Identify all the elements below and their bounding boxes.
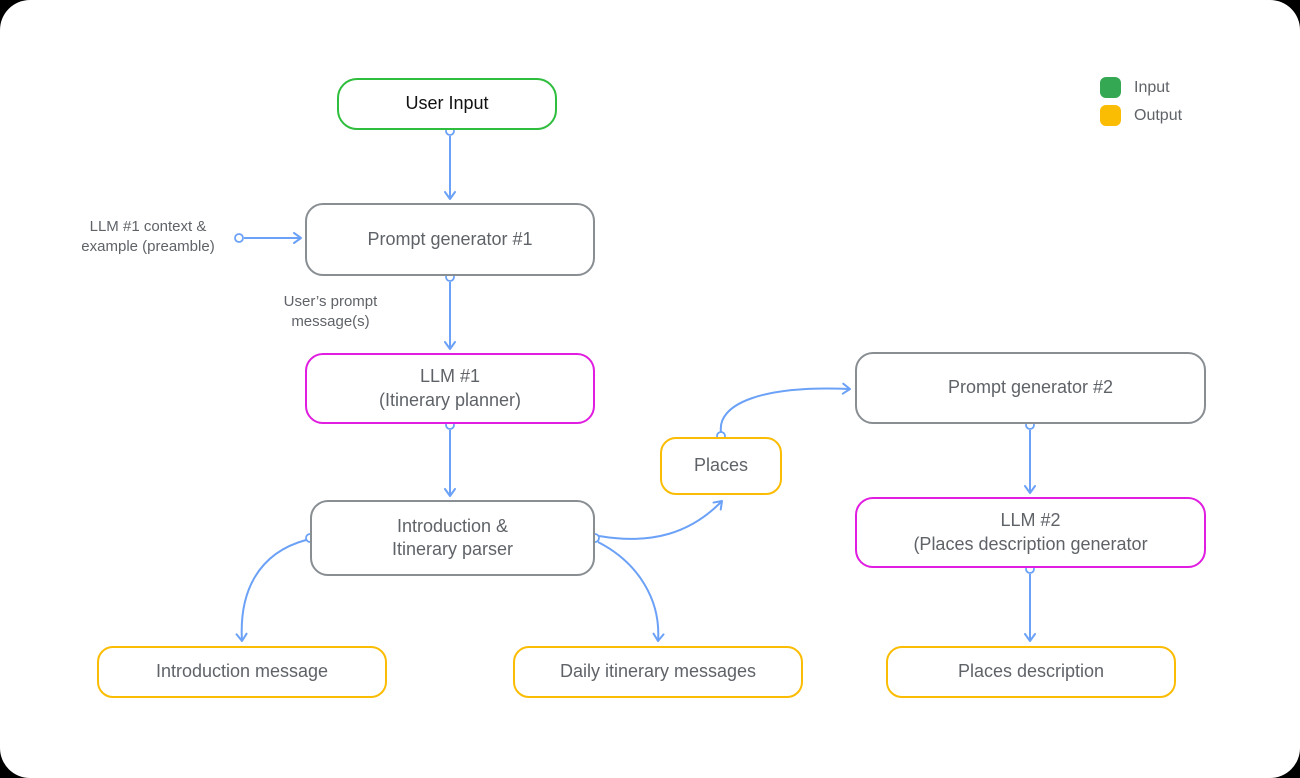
node-label: Prompt generator #2: [947, 377, 1114, 398]
node-label: Introduction message: [155, 661, 329, 682]
node-label: Places: [693, 455, 749, 476]
node-daily-itinerary-messages: Daily itinerary messages: [513, 646, 803, 698]
node-prompt-generator-2: Prompt generator #2: [855, 352, 1206, 424]
annotation-llm1-preamble: LLM #1 context & example (preamble): [81, 218, 215, 256]
node-introduction-itinerary-parser: Introduction & Itinerary parser: [310, 500, 595, 576]
node-introduction-message: Introduction message: [97, 646, 387, 698]
connector-dot: [234, 233, 244, 243]
node-label: Places description: [957, 661, 1105, 682]
node-label: User Input: [405, 93, 489, 114]
arrow-parser-to-introduction-message: [235, 539, 307, 642]
legend-item-output: Output: [1100, 105, 1182, 126]
node-user-input: User Input: [337, 78, 557, 130]
arrow-places-to-prompt-gen-2: [719, 382, 851, 433]
node-places-description: Places description: [886, 646, 1176, 698]
annotation-users-prompt-messages: User’s prompt message(s): [283, 293, 378, 331]
arrow-parser-to-daily-itinerary: [597, 541, 665, 642]
node-prompt-generator-1: Prompt generator #1: [305, 203, 595, 276]
input-color-swatch: [1100, 77, 1121, 98]
output-color-swatch: [1100, 105, 1121, 126]
node-label: LLM #1 (Itinerary planner): [378, 366, 522, 410]
node-label: LLM #2 (Places description generator: [913, 510, 1148, 554]
legend-item-input: Input: [1100, 77, 1182, 98]
node-label: Introduction & Itinerary parser: [391, 515, 514, 559]
node-label: Prompt generator #1: [367, 228, 533, 249]
legend-label-output: Output: [1134, 106, 1183, 124]
legend-label-input: Input: [1134, 78, 1170, 96]
legend: Input Output: [1100, 77, 1182, 126]
node-llm-2: LLM #2 (Places description generator: [855, 497, 1206, 568]
node-label: Daily itinerary messages: [559, 661, 757, 682]
arrow-parser-to-places: [598, 500, 723, 540]
node-places: Places: [660, 437, 782, 495]
node-llm-1: LLM #1 (Itinerary planner): [305, 353, 595, 424]
